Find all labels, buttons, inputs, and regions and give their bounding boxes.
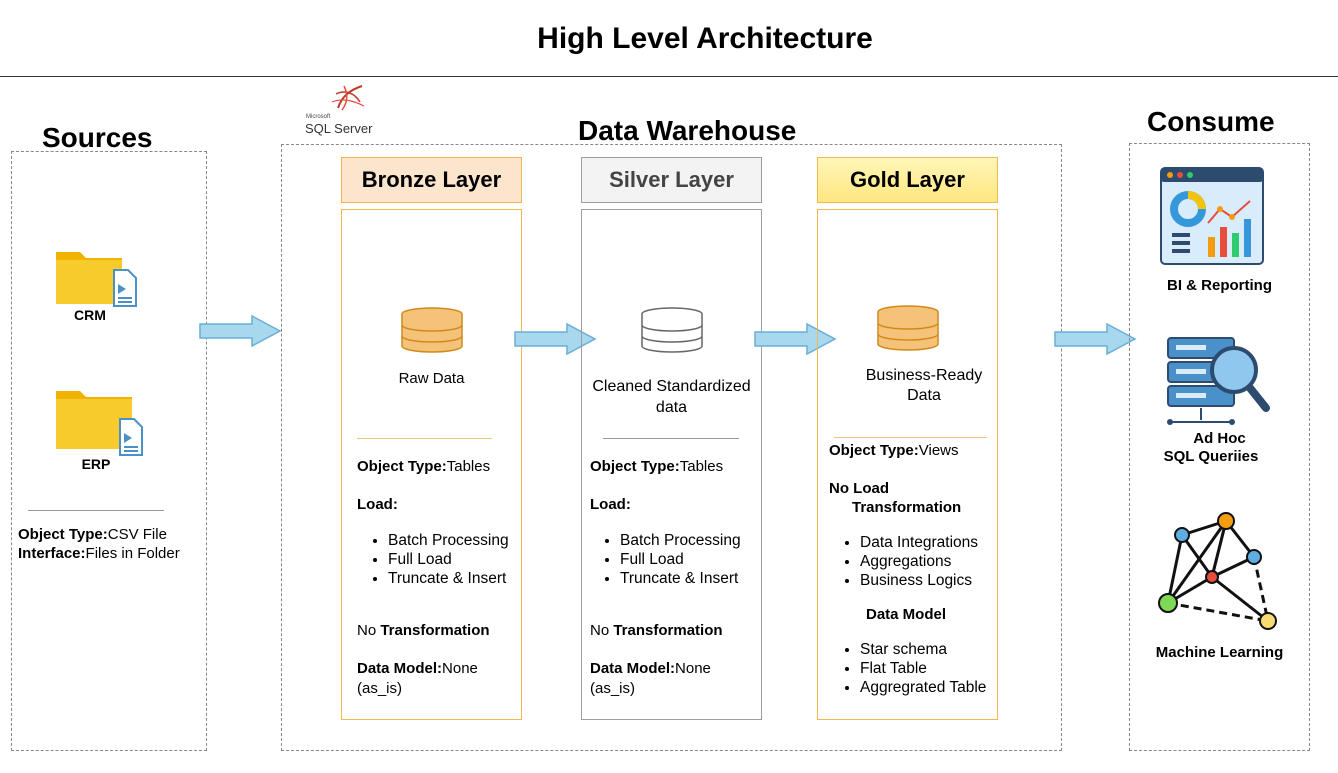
network-graph-icon <box>1158 512 1277 630</box>
bronze-divider <box>357 438 492 439</box>
sources-title: Sources <box>42 122 153 153</box>
silver-divider <box>603 438 739 439</box>
silver-data-model-extra: (as_is) <box>590 680 636 697</box>
warehouse-title: Data Warehouse <box>578 115 797 146</box>
consume-title: Consume <box>1147 106 1275 137</box>
bronze-data-label: Raw Data <box>398 370 465 387</box>
list-item: Aggregations <box>860 552 978 571</box>
list-item: Business Logics <box>860 571 978 590</box>
gold-transform-list: Data Integrations Aggregations Business … <box>830 533 978 590</box>
source-crm-label: CRM <box>74 307 106 323</box>
list-item: Data Integrations <box>860 533 978 552</box>
warehouse-panel <box>281 144 1062 751</box>
consume-adhoc-label: Ad Hoc <box>1193 430 1246 447</box>
list-item: Truncate & Insert <box>620 569 741 588</box>
gold-no-load: No Load <box>829 480 889 497</box>
silver-transformation: No Transformation <box>590 622 723 639</box>
bronze-database-icon <box>401 307 463 353</box>
sources-interface: Interface:Files in Folder <box>18 545 180 562</box>
server-search-icon <box>1167 337 1270 425</box>
silver-load-list: Batch Processing Full Load Truncate & In… <box>590 531 741 588</box>
list-item: Aggregrated Table <box>860 678 1000 697</box>
list-item: Truncate & Insert <box>388 569 509 588</box>
sql-server-logo-icon <box>331 85 365 111</box>
gold-model-list: Star schema Flat Table Aggregrated Table <box>830 640 1000 697</box>
sql-server-logo-text: SQL Server <box>305 121 373 136</box>
list-item: Full Load <box>620 550 741 569</box>
title-divider <box>0 76 1338 77</box>
arrow-silver-to-gold <box>754 322 837 356</box>
consume-bi-label: BI & Reporting <box>1167 277 1272 294</box>
consume-ml-label: Machine Learning <box>1155 644 1284 661</box>
list-item: Flat Table <box>860 659 1000 678</box>
gold-layer-panel <box>817 209 998 720</box>
silver-database-icon <box>641 307 703 353</box>
silver-data-label: Cleaned Standardized data <box>592 378 751 416</box>
bronze-layer-header: Bronze Layer <box>341 157 522 203</box>
page-title: High Level Architecture <box>537 22 873 55</box>
gold-database-icon <box>877 305 939 351</box>
gold-layer-header: Gold Layer <box>817 157 998 203</box>
list-item: Batch Processing <box>388 531 509 550</box>
sources-object-type: Object Type:CSV File <box>18 526 167 543</box>
gold-data-model-label: Data Model <box>866 606 947 623</box>
source-erp-label: ERP <box>81 456 111 472</box>
sources-panel <box>11 151 207 751</box>
silver-load-label: Load: <box>590 496 631 513</box>
consume-panel <box>1129 143 1310 751</box>
bronze-data-model-extra: (as_is) <box>357 680 403 697</box>
consume-sql-label: SQL Queriies <box>1163 448 1259 465</box>
bronze-load-label: Load: <box>357 496 398 513</box>
gold-transformation: Transformation <box>852 499 962 516</box>
bronze-load-list: Batch Processing Full Load Truncate & In… <box>358 531 509 588</box>
gold-divider <box>834 437 987 438</box>
bronze-transformation: No Transformation <box>357 622 490 639</box>
silver-layer-panel <box>581 209 762 720</box>
gold-data-label: Business-Ready Data <box>865 367 983 404</box>
dashboard-chart-icon <box>1160 167 1264 265</box>
gold-object-type: Object Type:Views <box>829 442 959 459</box>
sources-divider <box>28 510 164 511</box>
bronze-data-model: Data Model:None <box>357 660 478 677</box>
erp-folder-icon <box>56 391 143 456</box>
crm-folder-icon <box>56 252 137 307</box>
silver-object-type: Object Type:Tables <box>590 458 724 475</box>
silver-layer-header: Silver Layer <box>581 157 762 203</box>
arrow-sources-to-warehouse <box>199 314 282 348</box>
silver-data-model: Data Model:None <box>590 660 711 677</box>
list-item: Star schema <box>860 640 1000 659</box>
list-item: Full Load <box>388 550 509 569</box>
bronze-object-type: Object Type:Tables <box>357 458 491 475</box>
sql-server-logo-small: Microsoft <box>306 114 331 120</box>
list-item: Batch Processing <box>620 531 741 550</box>
bronze-layer-panel <box>341 209 522 720</box>
arrow-warehouse-to-consume <box>1054 322 1137 356</box>
